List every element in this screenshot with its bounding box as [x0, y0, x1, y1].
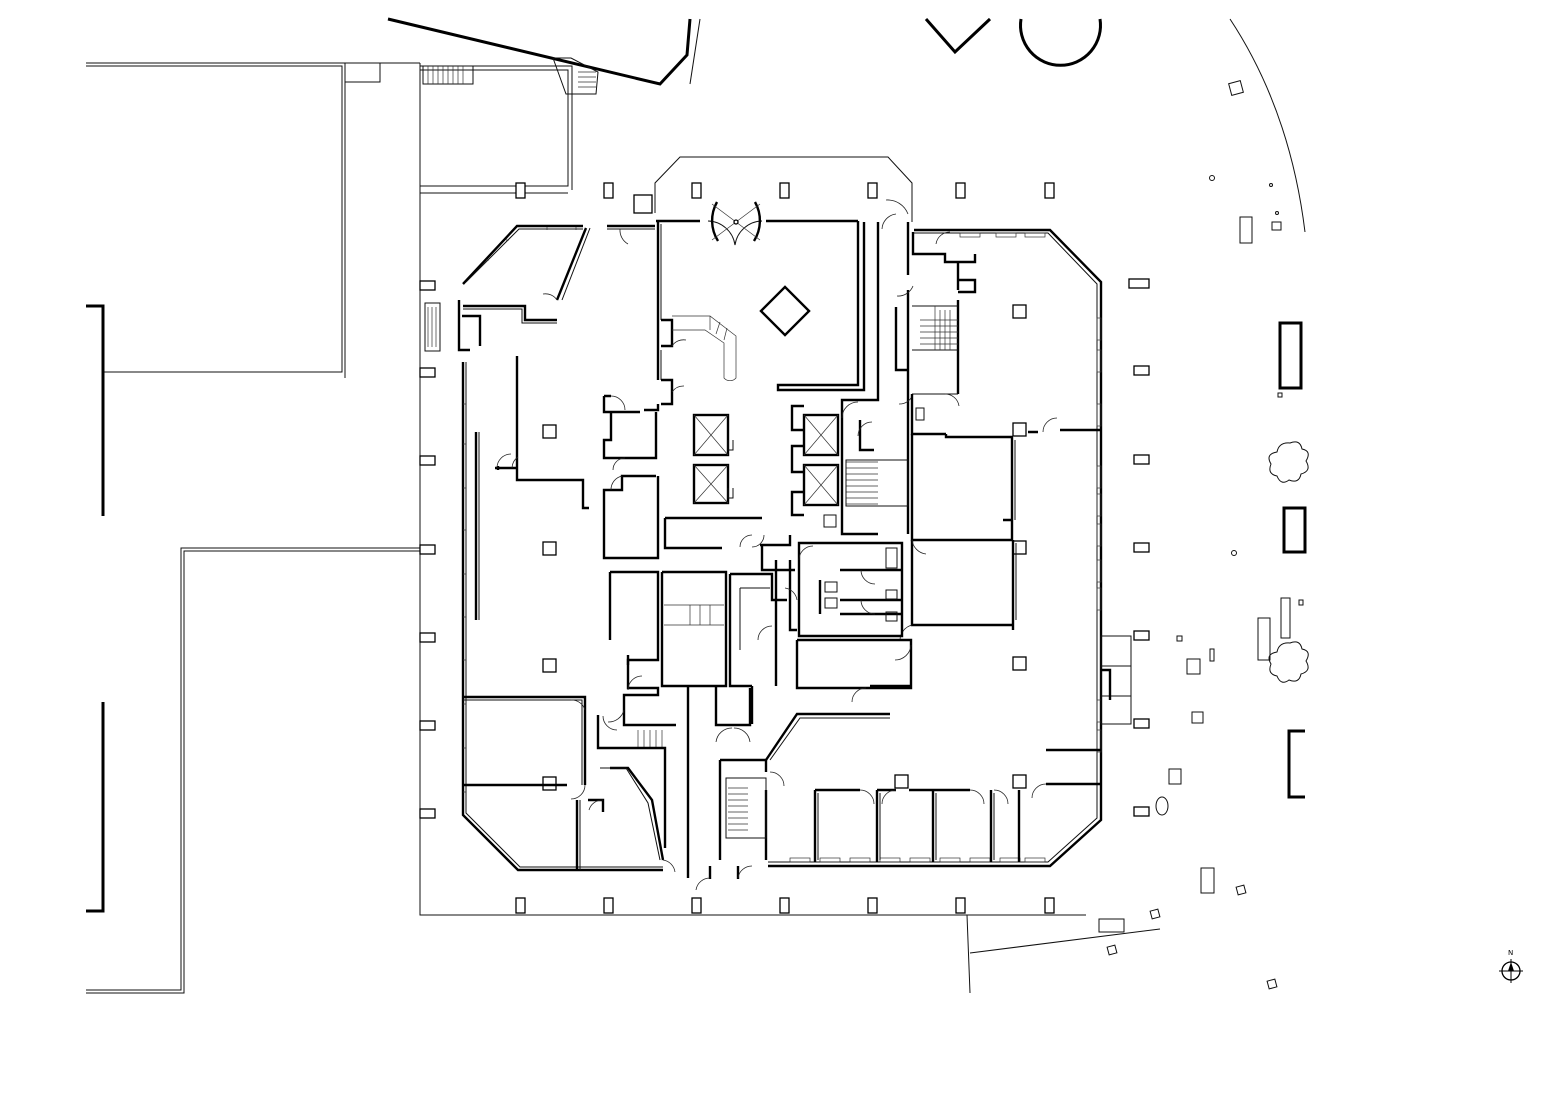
building-envelope [424, 224, 1132, 879]
elevator-bank-west [692, 413, 734, 505]
nw-room [462, 227, 629, 346]
site-context [86, 17, 1309, 994]
west-office [463, 356, 605, 870]
central-lobby [602, 221, 866, 572]
elevator-bank-east [790, 404, 840, 528]
south-center [596, 560, 798, 891]
perimeter-columns [419, 182, 1150, 914]
east-core [840, 199, 1101, 536]
north-arrow: N [1499, 949, 1523, 983]
east-offices [795, 434, 1017, 703]
entrance-canopy [654, 156, 913, 246]
compass-icon [1499, 959, 1523, 983]
se-offices [765, 668, 1112, 862]
north-label: N [1508, 949, 1513, 957]
